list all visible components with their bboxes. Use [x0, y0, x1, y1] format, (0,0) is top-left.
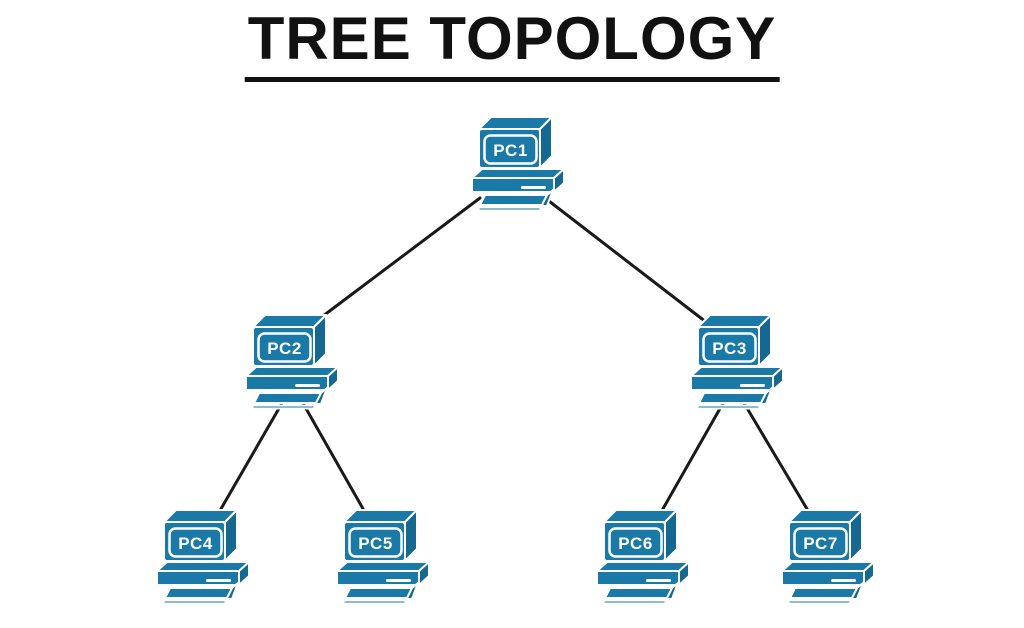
computer-icon: PC1 — [470, 115, 566, 212]
computer-icon: PC7 — [780, 508, 876, 605]
edge-pc3-pc7 — [739, 396, 812, 516]
computer-icon: PC2 — [244, 313, 340, 410]
edge-pc2-pc5 — [298, 396, 368, 516]
node-label-pc4: PC4 — [178, 534, 213, 553]
node-pc5: PC5 — [320, 505, 432, 605]
computer-icon: PC6 — [595, 508, 691, 605]
edge-pc3-pc6 — [658, 396, 728, 516]
page-title: TREE TOPOLOGY — [244, 7, 780, 82]
node-label-pc1: PC1 — [493, 141, 528, 160]
node-pc2: PC2 — [229, 310, 341, 410]
node-label-pc3: PC3 — [712, 339, 747, 358]
edge-pc1-pc2 — [313, 196, 482, 324]
edge-pc1-pc3 — [543, 196, 708, 324]
computer-icon: PC4 — [155, 508, 251, 605]
node-pc1: PC1 — [455, 112, 567, 212]
edge-pc2-pc4 — [216, 396, 287, 516]
computer-icon: PC3 — [689, 313, 785, 410]
node-label-pc2: PC2 — [267, 339, 302, 358]
node-label-pc7: PC7 — [803, 534, 838, 553]
computer-icon: PC5 — [335, 508, 431, 605]
node-label-pc5: PC5 — [358, 534, 393, 553]
node-pc7: PC7 — [765, 505, 877, 605]
node-label-pc6: PC6 — [618, 534, 653, 553]
node-pc6: PC6 — [580, 505, 692, 605]
node-pc3: PC3 — [674, 310, 786, 410]
node-pc4: PC4 — [140, 505, 252, 605]
